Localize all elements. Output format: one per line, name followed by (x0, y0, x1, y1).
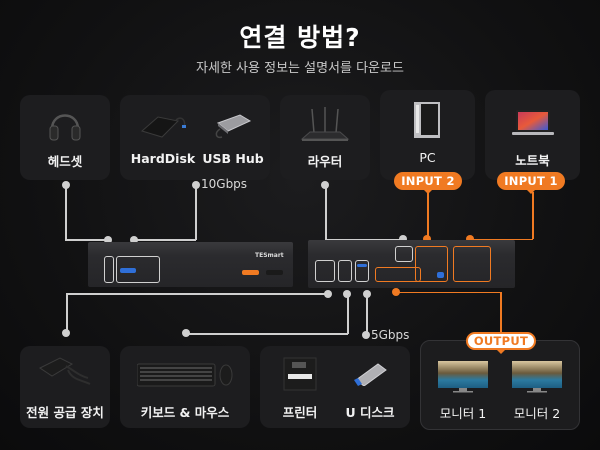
power-wire (66, 293, 68, 333)
power-wire (66, 293, 328, 295)
power-adapter-icon (39, 357, 91, 385)
kvm-hdmi-out-ports (375, 267, 421, 282)
kvm-input2-port-dot (423, 235, 431, 243)
printer-label: 프린터 (282, 405, 318, 420)
kvm-power-port-dot (324, 290, 332, 298)
kvm-rear-panel (308, 240, 515, 288)
kvm-switch-button-2 (266, 270, 283, 275)
kvm-brand-logo: TESmart (255, 252, 284, 259)
power-supply-label: 전원 공급 장치 (26, 405, 104, 420)
router-icon (300, 107, 350, 141)
input1-wire (532, 192, 534, 239)
u-disk-label: U 디스크 (345, 405, 395, 420)
monitor-1-label: 모니터 1 (439, 406, 487, 421)
rear-usb-wire (366, 294, 368, 334)
monitor-icon (512, 361, 562, 393)
kvm-switch-button-1 (242, 270, 259, 275)
router-label: 라우터 (307, 154, 343, 169)
output-wire (396, 291, 501, 293)
card-storage: HardDisk USB Hub (120, 95, 270, 180)
usb-hub-icon (215, 114, 252, 139)
input1-badge: INPUT 1 (497, 172, 565, 194)
page-title: 연결 방법? (239, 23, 361, 52)
card-headset: 헤드셋 (20, 95, 110, 180)
input1-wire (470, 238, 533, 240)
output-badge: OUTPUT (466, 332, 536, 354)
pc-tower-icon (414, 102, 440, 138)
kvm-lan-port (395, 246, 413, 262)
usb-front-wire (195, 185, 197, 240)
router-wire (325, 185, 327, 240)
headset-icon (49, 114, 81, 141)
kvm-usb-port-dot (130, 236, 138, 244)
kvm-front-usb-ports (116, 256, 160, 283)
kvm-front-panel: TESmart (88, 242, 293, 287)
card-usb-devices: 프린터 U 디스크 (260, 346, 410, 428)
kvm-lan-port-dot (399, 235, 407, 243)
kvm-input1-port-dot (466, 235, 474, 243)
card-router: 라우터 (280, 95, 370, 180)
card-pc: PC (380, 90, 475, 180)
kvm-front-usb-port (120, 268, 136, 273)
card-power-supply: 전원 공급 장치 (20, 346, 110, 428)
card-monitors: 모니터 1 모니터 2 (420, 340, 580, 430)
monitor-2-label: 모니터 2 (513, 406, 561, 421)
input2-wire (427, 192, 429, 239)
kvm-front-port-dot (104, 236, 112, 244)
rear-usb-speed: 5Gbps (371, 328, 410, 342)
usb-drive-icon (354, 363, 387, 386)
page-subtitle[interactable]: 자세한 사용 정보는 설명서를 다운로드 (196, 61, 404, 76)
front-usb-speed: 10Gbps (201, 177, 248, 191)
laptop-label: 노트북 (515, 153, 550, 168)
headset-wire (65, 185, 67, 240)
printer-icon (283, 357, 317, 391)
keyboard-connector-dot (182, 329, 190, 337)
keyboard-mouse-icon (137, 363, 233, 387)
usb-front-wire (134, 239, 196, 241)
headset-label: 헤드셋 (47, 154, 83, 169)
input2-badge: INPUT 2 (394, 172, 462, 194)
keyboard-mouse-label: 키보드 & 마우스 (140, 405, 230, 420)
keyboard-wire (186, 333, 348, 335)
card-laptop: 노트북 (485, 90, 580, 180)
kvm-input2-ports (415, 246, 448, 282)
kvm-rear-usb3-port (357, 264, 367, 267)
pc-label: PC (419, 150, 436, 165)
card-keyboard-mouse: 키보드 & 마우스 (120, 346, 250, 428)
kvm-front-audio-port (104, 256, 114, 283)
router-wire (325, 238, 403, 240)
rear-usb-connector-dot (362, 331, 370, 339)
hard-disk-icon (140, 116, 186, 138)
harddisk-label: HardDisk (130, 151, 196, 166)
kvm-input1-ports (453, 246, 491, 282)
output-wire (500, 291, 502, 334)
kvm-rear-usb-port-1 (338, 260, 352, 282)
headset-wire (65, 239, 109, 241)
laptop-icon (512, 110, 554, 135)
kvm-power-port (315, 260, 335, 282)
keyboard-wire (347, 294, 349, 334)
usb-hub-label: USB Hub (202, 151, 264, 166)
kvm-usb-b-port (437, 272, 444, 278)
monitor-icon (438, 361, 488, 393)
power-connector-dot (62, 329, 70, 337)
kvm-rear-usb-port-2 (355, 260, 369, 282)
